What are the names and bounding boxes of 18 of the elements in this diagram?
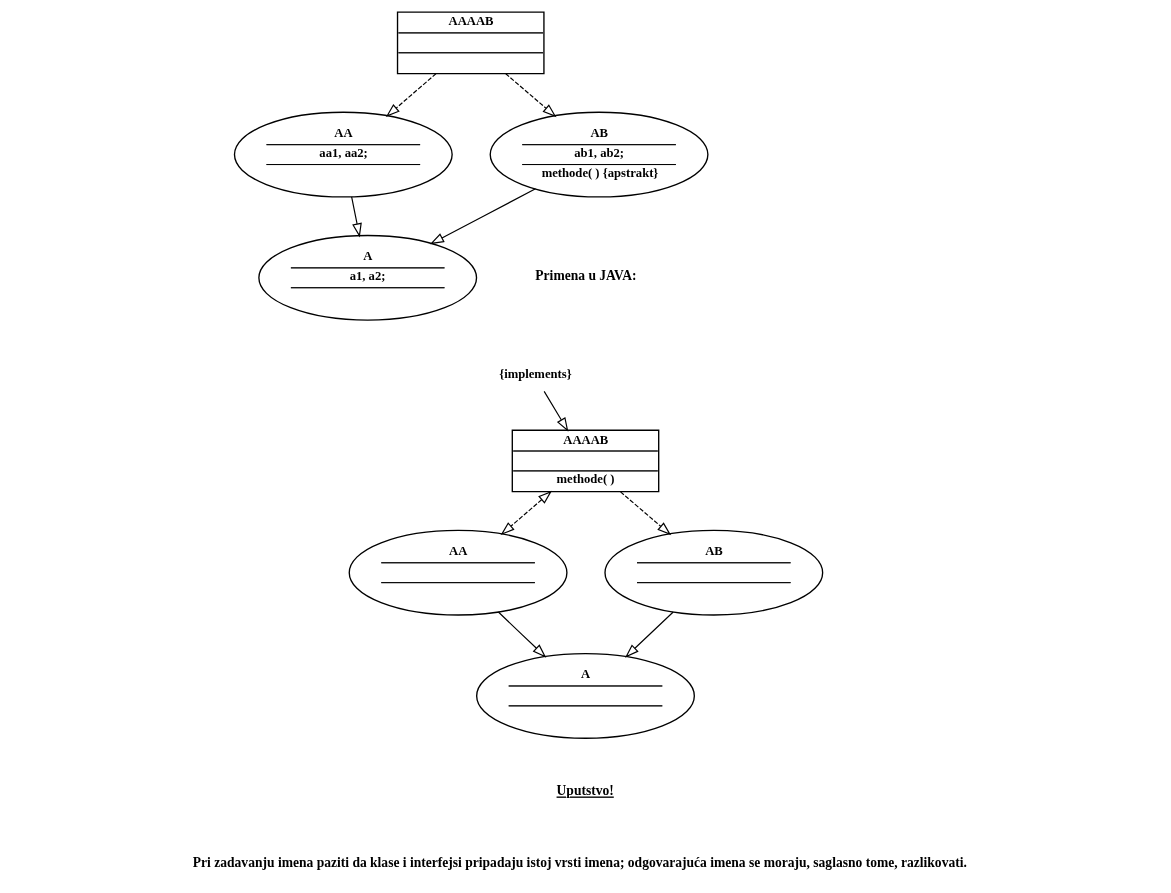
label: Primena u JAVA: xyxy=(535,268,637,284)
arrow xyxy=(543,390,569,432)
arrow xyxy=(429,188,537,245)
node-text: {implements} xyxy=(499,366,572,381)
arrow xyxy=(619,491,672,536)
arrow xyxy=(500,490,553,536)
node-ellipse: A xyxy=(476,652,695,739)
arrow xyxy=(351,196,362,238)
node-ellipse: AA aa1, aa2; xyxy=(233,111,453,198)
node-ellipse: AA xyxy=(348,529,568,616)
arrow xyxy=(497,611,547,658)
arrow xyxy=(505,73,557,118)
arrow xyxy=(625,611,674,658)
arrow xyxy=(385,73,437,117)
label: Pri zadavanju imena paziti da klase i interfejsi pripadaju istoj vrsti imena; odgovarajuća imena se moraju, saglasno tome, razlikovati. xyxy=(192,854,967,870)
node-ellipse: AB ab1, ab2; methode( ) {apstrakt} xyxy=(489,111,709,198)
node-ellipse: AB xyxy=(604,529,824,616)
label: Uputstvo! xyxy=(556,783,614,799)
